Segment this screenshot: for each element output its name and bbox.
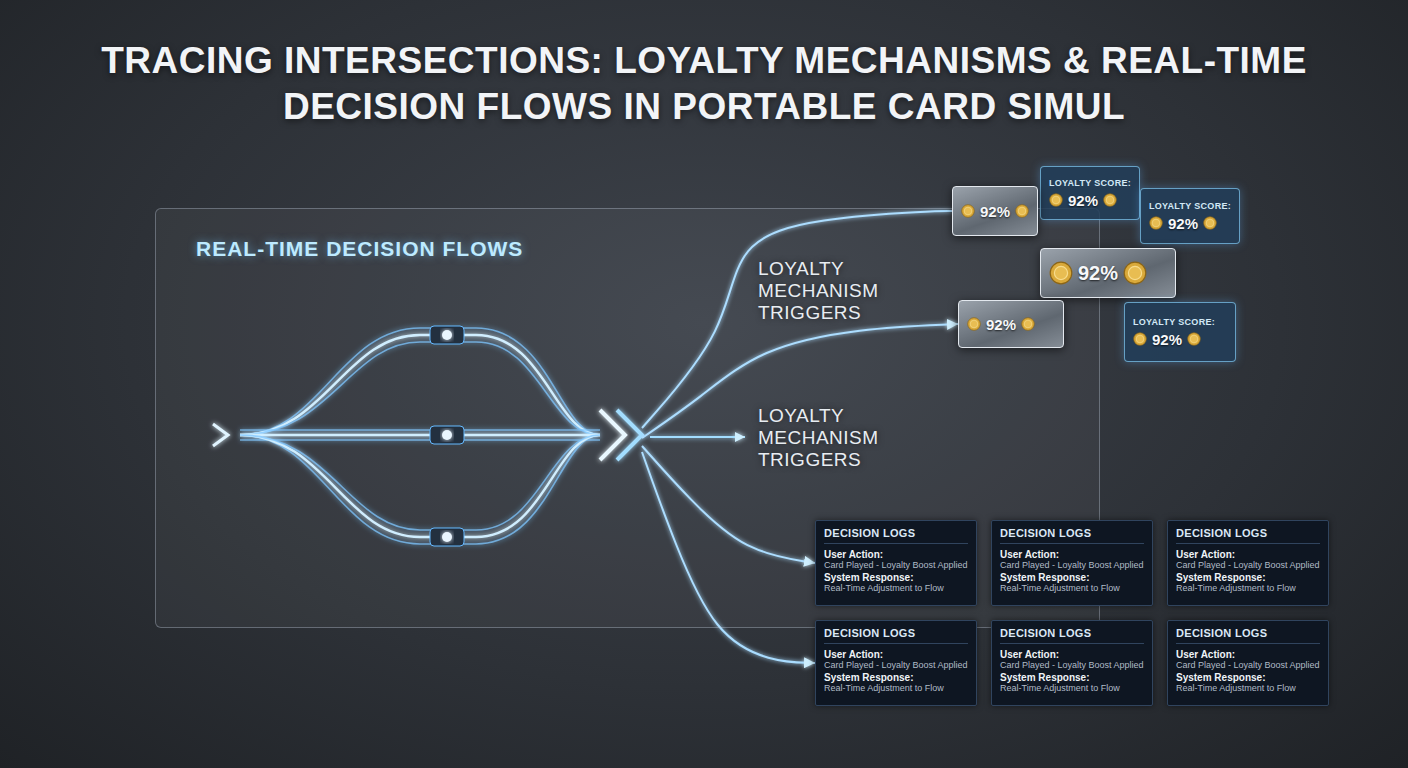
trigger-label: LOYALTY MECHANISM TRIGGERS xyxy=(758,405,898,471)
score-label: LOYALTY SCORE: xyxy=(1049,178,1131,188)
log-heading: DECISION LOGS xyxy=(1000,627,1144,644)
coin-face xyxy=(1018,207,1026,215)
log-field-value: Card Played - Loyalty Boost Applied xyxy=(1176,660,1320,670)
coin-icon xyxy=(1049,261,1073,285)
coin-icon xyxy=(1049,193,1063,207)
score-value: 92% xyxy=(986,316,1016,333)
score-value: 92% xyxy=(980,203,1010,220)
coin-face xyxy=(1128,266,1141,279)
log-field-label: System Response: xyxy=(824,672,968,683)
log-field-value: Real-Time Adjustment to Flow xyxy=(1000,683,1144,693)
log-field-value: Card Played - Loyalty Boost Applied xyxy=(1000,660,1144,670)
coin-face xyxy=(1152,219,1160,227)
coin-icon xyxy=(1133,332,1147,346)
score-card: LOYALTY SCORE: 92% xyxy=(1140,188,1240,244)
coin-rim xyxy=(1188,333,1201,346)
coin-rim xyxy=(1150,217,1163,230)
coin-icon xyxy=(1149,216,1163,230)
score-row: 92% xyxy=(1133,331,1201,348)
coin-rim xyxy=(1204,217,1217,230)
score-card: 92% xyxy=(1040,248,1176,298)
trigger-label: LOYALTY MECHANISM TRIGGERS xyxy=(758,258,898,324)
page-title: TRACING INTERSECTIONS: LOYALTY MECHANISM… xyxy=(34,38,1374,131)
log-heading: DECISION LOGS xyxy=(1176,627,1320,644)
coin-face xyxy=(1106,196,1114,204)
log-field-label: System Response: xyxy=(1000,572,1144,583)
coin-icon xyxy=(1203,216,1217,230)
score-card: 92% xyxy=(952,186,1038,236)
log-heading: DECISION LOGS xyxy=(1000,527,1144,544)
coin-icon xyxy=(1103,193,1117,207)
decision-log-card: DECISION LOGS User Action:Card Played - L… xyxy=(815,520,977,606)
coin-rim xyxy=(1016,205,1029,218)
score-row: 92% xyxy=(967,316,1035,333)
decision-log-card: DECISION LOGS User Action:Card Played - L… xyxy=(1167,520,1329,606)
decision-log-card: DECISION LOGS User Action:Card Played - L… xyxy=(991,620,1153,706)
log-field-label: User Action: xyxy=(1176,549,1320,560)
score-row: 92% xyxy=(1049,192,1117,209)
coin-icon xyxy=(1123,261,1147,285)
coin-rim xyxy=(1104,194,1117,207)
coin-rim xyxy=(1124,262,1146,284)
score-card: LOYALTY SCORE: 92% xyxy=(1124,302,1236,362)
coin-face xyxy=(964,207,972,215)
log-heading: DECISION LOGS xyxy=(1176,527,1320,544)
coin-face xyxy=(1190,335,1198,343)
coin-face xyxy=(970,320,978,328)
log-field-label: System Response: xyxy=(1176,572,1320,583)
coin-icon xyxy=(961,204,975,218)
coin-face xyxy=(1024,320,1032,328)
coin-icon xyxy=(1015,204,1029,218)
coin-icon xyxy=(967,317,981,331)
coin-rim xyxy=(962,205,975,218)
score-label: LOYALTY SCORE: xyxy=(1133,317,1215,327)
log-heading: DECISION LOGS xyxy=(824,527,968,544)
log-field-label: User Action: xyxy=(1000,649,1144,660)
log-field-value: Card Played - Loyalty Boost Applied xyxy=(824,560,968,570)
log-heading: DECISION LOGS xyxy=(824,627,968,644)
score-card: 92% xyxy=(958,300,1064,348)
coin-rim xyxy=(1050,194,1063,207)
coin-rim xyxy=(968,318,981,331)
score-row: 92% xyxy=(1049,261,1147,285)
coin-rim xyxy=(1022,318,1035,331)
decision-log-card: DECISION LOGS User Action:Card Played - L… xyxy=(815,620,977,706)
coin-rim xyxy=(1050,262,1072,284)
score-row: 92% xyxy=(961,203,1029,220)
coin-face xyxy=(1206,219,1214,227)
coin-icon xyxy=(1021,317,1035,331)
decision-log-card: DECISION LOGS User Action:Card Played - L… xyxy=(991,520,1153,606)
log-field-label: User Action: xyxy=(824,649,968,660)
log-field-value: Real-Time Adjustment to Flow xyxy=(1176,583,1320,593)
score-card: LOYALTY SCORE: 92% xyxy=(1040,166,1140,220)
log-field-label: User Action: xyxy=(1176,649,1320,660)
score-value: 92% xyxy=(1152,331,1182,348)
log-field-value: Real-Time Adjustment to Flow xyxy=(1000,583,1144,593)
coin-face xyxy=(1052,196,1060,204)
log-field-label: System Response: xyxy=(1000,672,1144,683)
decision-log-card: DECISION LOGS User Action:Card Played - L… xyxy=(1167,620,1329,706)
log-field-value: Real-Time Adjustment to Flow xyxy=(824,583,968,593)
coin-face xyxy=(1136,335,1144,343)
coin-face xyxy=(1054,266,1067,279)
log-field-label: User Action: xyxy=(1000,549,1144,560)
coin-rim xyxy=(1134,333,1147,346)
log-field-value: Real-Time Adjustment to Flow xyxy=(824,683,968,693)
score-row: 92% xyxy=(1149,215,1217,232)
log-field-label: System Response: xyxy=(1176,672,1320,683)
score-value: 92% xyxy=(1068,192,1098,209)
score-value: 92% xyxy=(1168,215,1198,232)
log-field-label: User Action: xyxy=(824,549,968,560)
log-field-value: Card Played - Loyalty Boost Applied xyxy=(1176,560,1320,570)
log-field-value: Real-Time Adjustment to Flow xyxy=(1176,683,1320,693)
score-value: 92% xyxy=(1078,262,1118,285)
log-field-label: System Response: xyxy=(824,572,968,583)
score-label: LOYALTY SCORE: xyxy=(1149,201,1231,211)
log-field-value: Card Played - Loyalty Boost Applied xyxy=(1000,560,1144,570)
coin-icon xyxy=(1187,332,1201,346)
log-field-value: Card Played - Loyalty Boost Applied xyxy=(824,660,968,670)
panel-heading: REAL-TIME DECISION FLOWS xyxy=(196,237,1059,261)
